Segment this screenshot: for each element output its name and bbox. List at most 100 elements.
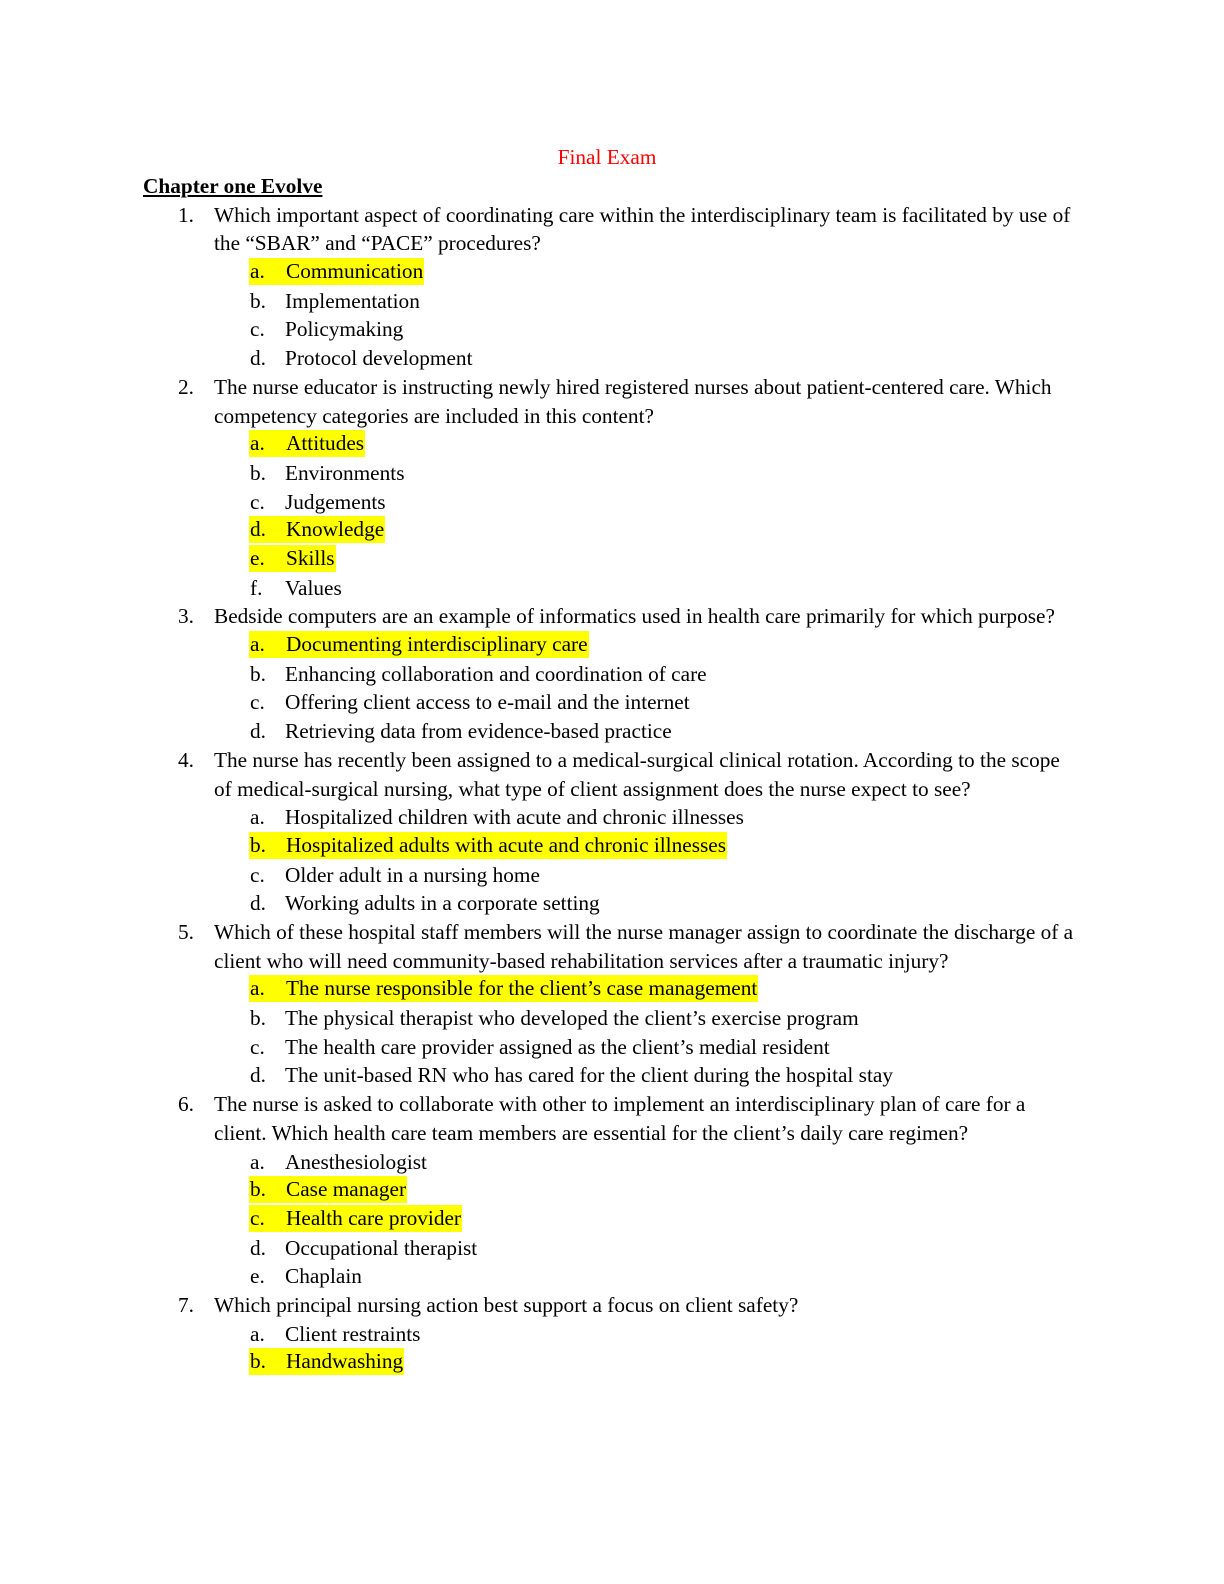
answer-option: d. Protocol development — [0, 344, 1224, 373]
option-text: Offering client access to e-mail and the… — [285, 690, 690, 715]
question-number: 2. — [178, 374, 194, 399]
answer-option: f. Values — [0, 574, 1224, 603]
question-item: 6.The nurse is asked to collaborate with… — [0, 1090, 1224, 1291]
option-text: Judgements — [285, 489, 386, 514]
question-list: 1. Which important aspect of coordinating… — [0, 201, 1224, 1377]
option-letter: a. — [250, 805, 265, 830]
option-text: Protocol development — [285, 346, 473, 371]
option-text: The health care provider assigned as the… — [285, 1034, 830, 1059]
question-number: 7. — [178, 1292, 194, 1317]
option-letter: b. — [250, 1006, 266, 1031]
option-letter: e. — [250, 1264, 265, 1289]
question-text: Which important aspect of coordinating c… — [214, 202, 1071, 256]
answer-option: b.Environments — [0, 459, 1224, 488]
answer-option: e. Chaplain — [0, 1262, 1224, 1291]
option-text: Communication — [286, 259, 424, 284]
answer-option: b. Enhancing collaboration and coordinati… — [0, 660, 1224, 689]
answer-option-correct: a. Attitudes — [0, 430, 1224, 459]
option-text: The nurse responsible for the client’s c… — [286, 976, 758, 1001]
answer-highlight: b. Hospitalized adults with acute and chr… — [249, 831, 728, 859]
question-text: Which principal nursing action best supp… — [214, 1292, 799, 1317]
option-text: Retrieving data from evidence-based prac… — [285, 719, 672, 744]
option-letter: d. — [250, 346, 266, 371]
option-text: Case manager — [286, 1177, 407, 1202]
option-letter: d. — [250, 517, 266, 542]
option-letter: b. — [250, 661, 266, 686]
answer-highlight: a. The nurse responsible for the client’s… — [249, 975, 759, 1003]
answer-option: d. Occupational therapist — [0, 1234, 1224, 1263]
option-letter: a. — [250, 431, 265, 456]
answer-option-correct: a. Documenting interdisciplinary care — [0, 631, 1224, 660]
answer-option: d. Working adults in a corporate setting — [0, 889, 1224, 918]
answer-highlight: b.Handwashing — [249, 1348, 405, 1376]
option-text: The physical therapist who developed the… — [285, 1006, 859, 1031]
option-text: Working adults in a corporate setting — [285, 891, 600, 916]
option-letter: c. — [250, 489, 265, 514]
option-text: Client restraints — [285, 1321, 421, 1346]
question-number: 3. — [178, 604, 194, 629]
option-letter: f. — [250, 575, 263, 600]
option-letter: d. — [250, 891, 266, 916]
answer-option: b. The physical therapist who developed t… — [0, 1004, 1224, 1033]
answer-option: d. Retrieving data from evidence-based pr… — [0, 717, 1224, 746]
answer-option: a. Anesthesiologist — [0, 1148, 1224, 1177]
question-item: 2.The nurse educator is instructing newl… — [0, 373, 1224, 603]
option-letter: d. — [250, 1235, 266, 1260]
answer-option: a. Client restraints — [0, 1320, 1224, 1349]
option-letter: b. — [250, 1349, 266, 1374]
answer-option: c. Older adult in a nursing home — [0, 861, 1224, 890]
question-item: 1. Which important aspect of coordinating… — [0, 201, 1224, 373]
option-letter: d. — [250, 719, 266, 744]
document-title: Final Exam — [557, 145, 657, 169]
answer-highlight: b. Case manager — [249, 1176, 408, 1204]
question-number: 5. — [178, 919, 194, 944]
answer-highlight: d.Knowledge — [249, 516, 386, 544]
answer-option-correct: d.Knowledge — [0, 516, 1224, 545]
option-letter: c. — [250, 1205, 265, 1230]
question-item: 4.The nurse has recently been assigned t… — [0, 746, 1224, 918]
question-text: Which of these hospital staff members wi… — [214, 919, 1074, 973]
option-letter: a. — [250, 976, 265, 1001]
question-item: 5. Which of these hospital staff members … — [0, 918, 1224, 1090]
option-letter: a. — [250, 259, 265, 284]
option-letter: a. — [250, 632, 265, 657]
option-text: Documenting interdisciplinary care — [286, 632, 588, 657]
answer-highlight: e. Skills — [249, 545, 336, 572]
option-text: Environments — [285, 460, 405, 485]
answer-option: c. Judgements — [0, 488, 1224, 517]
answer-option: a.Hospitalized children with acute and c… — [0, 803, 1224, 832]
option-text: Anesthesiologist — [285, 1149, 427, 1174]
option-text: Attitudes — [286, 431, 365, 456]
option-text: Older adult in a nursing home — [285, 862, 540, 887]
option-letter: c. — [250, 862, 265, 887]
answer-option-correct: b.Handwashing — [0, 1348, 1224, 1377]
option-text: Skills — [286, 546, 335, 570]
answer-highlight: a. Attitudes — [249, 430, 366, 458]
answer-option: c. Policymaking — [0, 315, 1224, 344]
option-text: Hospitalized adults with acute and chron… — [286, 832, 727, 857]
question-number: 1. — [178, 202, 194, 227]
option-letter: b. — [250, 1177, 266, 1202]
option-text: Policymaking — [285, 317, 404, 342]
option-letter: c. — [250, 317, 265, 342]
option-text: Occupational therapist — [285, 1235, 478, 1260]
option-letter: c. — [250, 690, 265, 715]
answer-option: b.Implementation — [0, 287, 1224, 316]
answer-option-correct: e. Skills — [0, 545, 1224, 574]
answer-highlight: a. Documenting interdisciplinary care — [249, 631, 589, 659]
option-text: Implementation — [285, 288, 420, 313]
answer-option-correct: b. Hospitalized adults with acute and chr… — [0, 831, 1224, 861]
question-number: 4. — [178, 747, 194, 772]
question-number: 6. — [178, 1092, 194, 1117]
chapter-heading: Chapter one Evolve — [143, 174, 323, 198]
option-text: Enhancing collaboration and coordination… — [285, 661, 707, 686]
option-letter: a. — [250, 1149, 265, 1174]
option-text: Values — [285, 575, 342, 600]
answer-option-correct: a. The nurse responsible for the client’s… — [0, 975, 1224, 1004]
option-letter: a. — [250, 1321, 265, 1346]
option-text: Chaplain — [285, 1264, 362, 1289]
option-letter: b. — [250, 832, 266, 857]
question-item: 3.Bedside computers are an example of in… — [0, 602, 1224, 745]
option-letter: e. — [250, 546, 265, 570]
